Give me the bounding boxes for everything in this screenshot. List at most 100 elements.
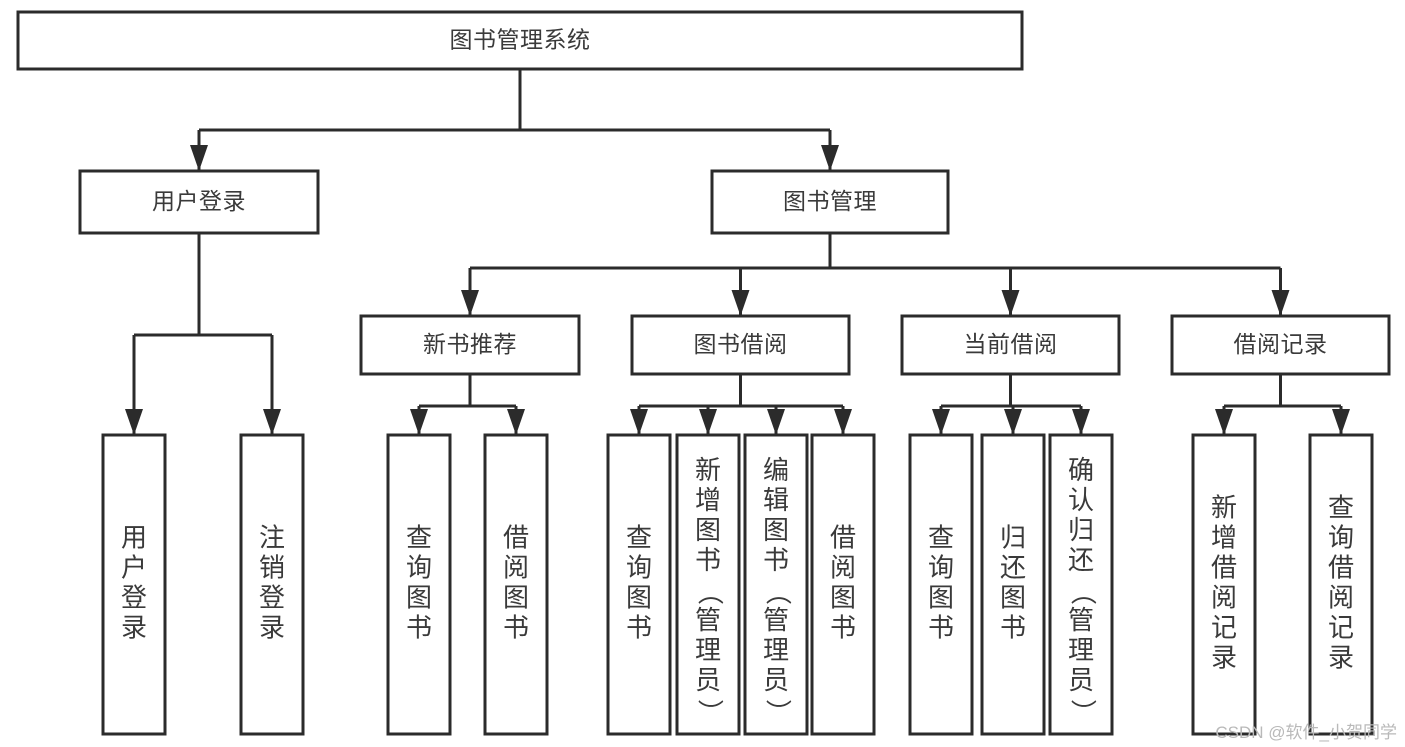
node-box-borrow-record[interactable]	[1170, 314, 1391, 376]
arrow-head-icon	[190, 145, 208, 171]
leaf-label-char: 销	[259, 552, 285, 582]
connector-layer	[125, 69, 1350, 435]
leaf-label-char: 书	[695, 545, 721, 575]
leaf-label-char: 查	[928, 522, 954, 552]
leaf-label-char: 书	[763, 545, 789, 575]
node-box-book-borrow[interactable]	[630, 314, 851, 376]
node-box-book-manage[interactable]	[710, 169, 950, 235]
node-label-root: 图书管理系统	[450, 27, 591, 53]
node-user-login[interactable]: 用户登录	[78, 169, 320, 235]
leaf-box-leaf-return-book[interactable]	[980, 433, 1046, 736]
leaf-label-char: 书	[1000, 612, 1026, 642]
leaf-label-char: ）	[1068, 699, 1098, 725]
leaf-label-char: 增	[1211, 522, 1237, 552]
leaf-label-char: 书	[928, 612, 954, 642]
leaf-label-char: 管	[763, 605, 789, 635]
leaf-label-char: 还	[1068, 545, 1094, 575]
arrow-head-icon	[1001, 290, 1020, 316]
node-root[interactable]: 图书管理系统	[16, 10, 1024, 71]
arrow-head-icon	[731, 290, 750, 316]
node-book-manage[interactable]: 图书管理	[710, 169, 950, 235]
leaf-box-leaf-confirm-return[interactable]	[1048, 433, 1114, 736]
leaf-label-char: 图	[503, 582, 529, 612]
arrow-head-icon	[1215, 409, 1233, 435]
arrow-head-icon	[932, 409, 950, 435]
node-label-new-book-recommend: 新书推荐	[423, 331, 517, 357]
arrow-head-icon	[263, 409, 281, 435]
node-box-new-book-recommend[interactable]	[359, 314, 581, 376]
node-book-borrow[interactable]: 图书借阅	[630, 314, 851, 376]
node-borrow-record[interactable]: 借阅记录	[1170, 314, 1391, 376]
leaf-label-char: 书	[830, 612, 856, 642]
leaf-box-leaf-borrow-book-2[interactable]	[810, 433, 876, 736]
leaf-box-leaf-query-book-3[interactable]	[908, 433, 974, 736]
leaf-box-leaf-query-record[interactable]	[1308, 433, 1374, 736]
leaf-label-char: 新	[1211, 492, 1237, 522]
node-current-borrow[interactable]: 当前借阅	[900, 314, 1121, 376]
leaf-label-char: 录	[121, 612, 147, 642]
node-box-current-borrow[interactable]	[900, 314, 1121, 376]
leaf-label-char: 认	[1068, 485, 1094, 515]
leaf-box-leaf-user-login[interactable]	[101, 433, 167, 736]
leaf-label-char: 注	[259, 522, 285, 552]
leaf-box-leaf-query-book-1[interactable]	[386, 433, 452, 736]
leaf-box-leaf-add-record[interactable]	[1191, 433, 1257, 736]
node-box-root[interactable]	[16, 10, 1024, 71]
leaf-box-leaf-borrow-book-1[interactable]	[483, 433, 549, 736]
leaf-label-char: 书	[626, 612, 652, 642]
leaf-label-char: 还	[1000, 552, 1026, 582]
leaf-label-char: 增	[695, 485, 721, 515]
node-label-book-manage: 图书管理	[783, 188, 877, 214]
leaf-label-char: 确	[1068, 455, 1094, 485]
leaf-label-char: 辑	[763, 485, 789, 515]
arrow-head-icon	[821, 145, 839, 171]
arrow-head-icon	[767, 409, 785, 435]
leaf-box-leaf-query-book-2[interactable]	[606, 433, 672, 736]
node-label-user-login: 用户登录	[152, 188, 246, 214]
arrow-head-icon	[125, 409, 143, 435]
leaf-label-char: 员	[1068, 665, 1094, 695]
leaf-box-leaf-logout[interactable]	[239, 433, 305, 736]
leaf-box-leaf-edit-book[interactable]	[743, 433, 809, 736]
leaf-label-char: ）	[695, 699, 725, 725]
arrow-head-icon	[699, 409, 717, 435]
leaf-label-char: 用	[121, 522, 147, 552]
leaf-label-char: 新	[695, 455, 721, 485]
leaf-label-char: 阅	[503, 552, 529, 582]
leaf-label-char: 图	[928, 582, 954, 612]
leaf-label-char: 归	[1000, 522, 1026, 552]
node-new-book-recommend[interactable]: 新书推荐	[359, 314, 581, 376]
leaf-label-char: 阅	[1211, 582, 1237, 612]
arrow-head-icon	[507, 409, 525, 435]
node-box-user-login[interactable]	[78, 169, 320, 235]
arrow-head-icon	[1072, 409, 1090, 435]
leaf-label-char: 记	[1328, 612, 1354, 642]
leaf-node-leaf-user-login[interactable]: 用户登录	[101, 433, 167, 736]
leaf-label-char: 图	[1000, 582, 1026, 612]
arrow-head-icon	[1332, 409, 1350, 435]
node-label-borrow-record: 借阅记录	[1234, 331, 1328, 357]
leaf-box-leaf-add-book[interactable]	[675, 433, 741, 736]
arrow-head-icon	[1271, 290, 1290, 316]
leaf-label-char: 登	[259, 582, 285, 612]
